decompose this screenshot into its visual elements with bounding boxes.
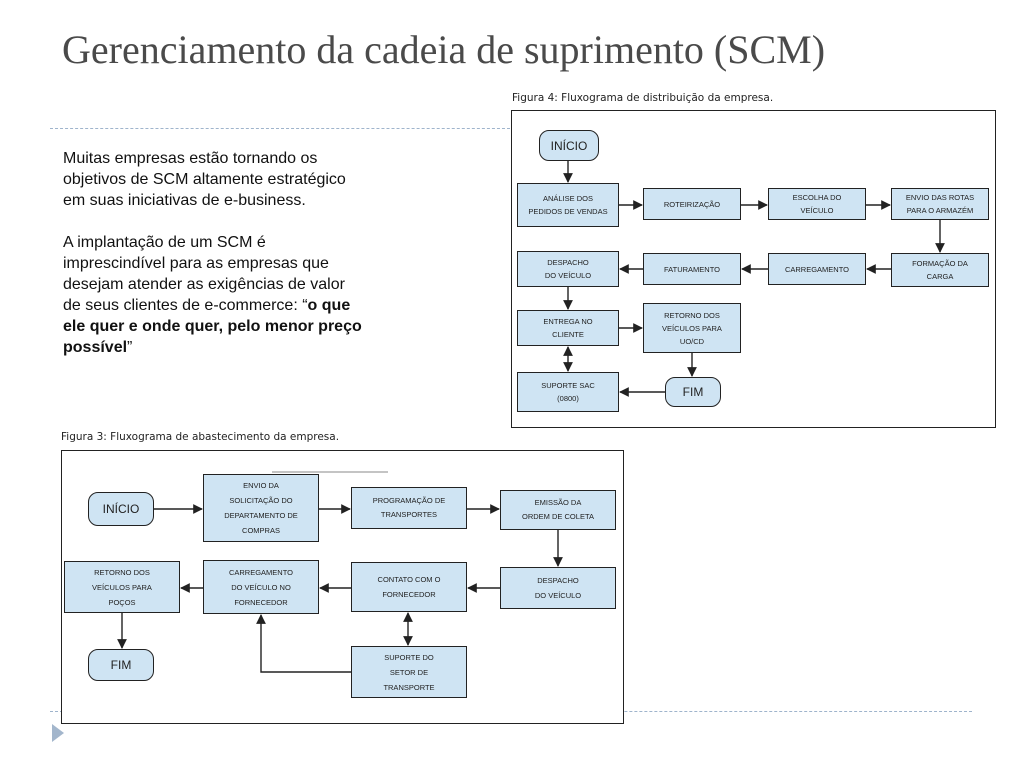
fig3-emissao-node: EMISSÃO DA ORDEM DE COLETA — [500, 490, 616, 530]
fig4-analise-node: ANÁLISE DOS PEDIDOS DE VENDAS — [517, 183, 619, 227]
fig4-roteirizacao-node: ROTEIRIZAÇÃO — [643, 188, 741, 220]
fig4-carregamento-node: CARREGAMENTO — [768, 253, 866, 285]
paragraph-2-close: ” — [127, 339, 133, 356]
fig3-envio-node: ENVIO DA SOLICITAÇÃO DO DEPARTAMENTO DE … — [203, 474, 319, 542]
fig4-envio-rotas-node: ENVIO DAS ROTAS PARA O ARMAZÉM — [891, 188, 989, 220]
fig3-despacho-node: DESPACHO DO VEÍCULO — [500, 567, 616, 609]
figure-4-caption: Figura 4: Fluxograma de distribuição da … — [512, 92, 774, 104]
paragraph-1: Muitas empresas estão tornando os objeti… — [63, 150, 346, 209]
fig4-start-node: INÍCIO — [539, 130, 599, 161]
triangle-bullet-icon — [52, 724, 64, 742]
fig3-arrow-suporte-carregamento — [256, 614, 351, 673]
title-divider — [50, 128, 510, 129]
fig4-retorno-node: RETORNO DOS VEÍCULOS PARA UO/CD — [643, 303, 741, 353]
fig4-formacao-node: FORMAÇÃO DA CARGA — [891, 253, 989, 287]
fig3-start-node: INÍCIO — [88, 492, 154, 526]
slide-title: Gerenciamento da cadeia de suprimento (S… — [62, 27, 826, 72]
fig3-carregamento-node: CARREGAMENTO DO VEÍCULO NO FORNECEDOR — [203, 560, 319, 614]
fig3-retorno-node: RETORNO DOS VEÍCULOS PARA POÇOS — [64, 561, 180, 613]
fig3-suporte-node: SUPORTE DO SETOR DE TRANSPORTE — [351, 646, 467, 698]
paragraph-2: A implantação de um SCM é imprescindível… — [63, 232, 363, 358]
paragraph-2-text: A implantação de um SCM é imprescindível… — [63, 234, 345, 314]
figure-3-caption: Figura 3: Fluxograma de abastecimento da… — [61, 431, 340, 443]
fig3-contato-node: CONTATO COM O FORNECEDOR — [351, 562, 467, 612]
fig4-suporte-node: SUPORTE SAC (0800) — [517, 372, 619, 412]
fig3-end-node: FIM — [88, 649, 154, 681]
fig3-programacao-node: PROGRAMAÇÃO DE TRANSPORTES — [351, 487, 467, 529]
fig4-faturamento-node: FATURAMENTO — [643, 253, 741, 285]
fig4-despacho-node: DESPACHO DO VEÍCULO — [517, 251, 619, 287]
fig4-entrega-node: ENTREGA NO CLIENTE — [517, 310, 619, 346]
fig4-escolha-node: ESCOLHA DO VEÍCULO — [768, 188, 866, 220]
body-text: Muitas empresas estão tornando os objeti… — [63, 148, 363, 379]
paragraph-2-emphasis: o que ele quer e onde quer, pelo menor p… — [63, 297, 362, 356]
fig4-end-node: FIM — [665, 377, 721, 407]
